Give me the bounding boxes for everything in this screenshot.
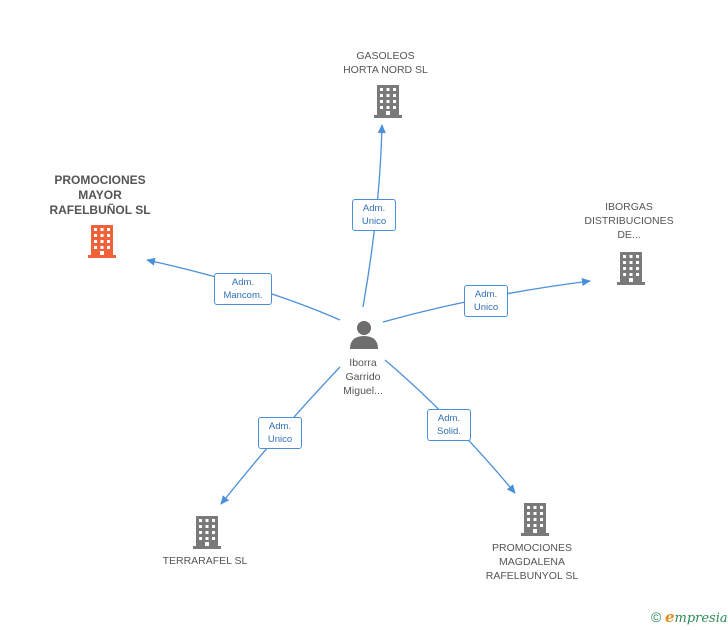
person-name-label[interactable]: Iborra Garrido Miguel... [343,357,383,397]
relation-badge-promociones-mayor: Adm. Mancom. [214,273,272,305]
person-icon [350,321,378,349]
company-iborgas-label[interactable]: IBORGAS DISTRIBUCIONES DE... [584,201,674,241]
brand-logo[interactable]: © empresia [651,608,728,628]
brand-name: mpresia [674,611,728,626]
company-gasoleos-label[interactable]: GASOLEOS HORTA NORD SL [343,50,428,76]
brand-e: e [664,608,675,626]
copyright-icon: © [651,609,662,625]
building-icon [521,503,549,536]
building-icon [374,85,402,118]
company-promociones-magdalena-label[interactable]: PROMOCIONES MAGDALENA RAFELBUNYOL SL [485,542,579,582]
relation-badge-iborgas: Adm. Unico [464,285,508,317]
company-terrarafel-label[interactable]: TERRARAFEL SL [162,555,248,567]
relation-badge-promociones-magdalena: Adm. Solid. [427,409,471,441]
building-icon [193,516,221,549]
building-icon [88,225,116,258]
company-promociones-mayor-label[interactable]: PROMOCIONES MAYOR RAFELBUÑOL SL [49,173,151,217]
relation-badge-terrarafel: Adm. Unico [258,417,302,449]
relation-badge-gasoleos: Adm. Unico [352,199,396,231]
building-icon [617,252,645,285]
